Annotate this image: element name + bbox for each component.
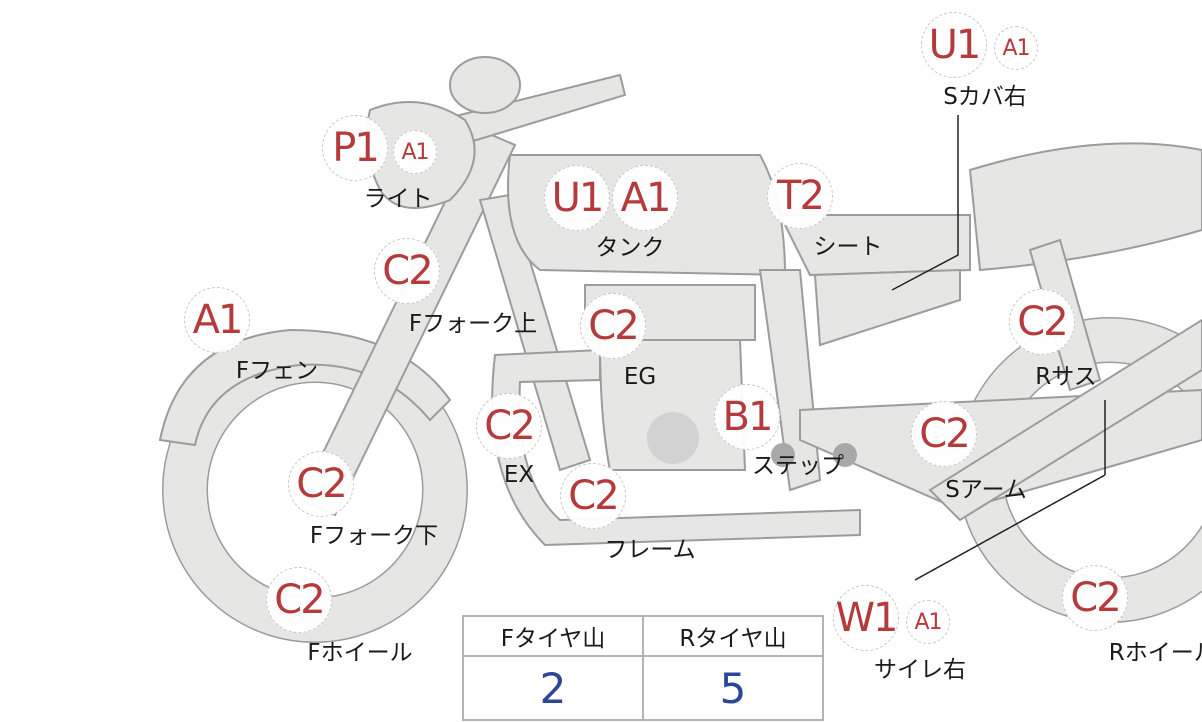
part-label-light: ライト [363, 186, 433, 212]
code-badge-s-cover-right[interactable]: U1 [921, 12, 987, 78]
code-badge-tank-2[interactable]: A1 [612, 165, 678, 231]
code-badge-seat[interactable]: T2 [767, 163, 833, 229]
part-label-front-wheel: Fホイール [307, 640, 413, 666]
part-label-silencer-right: サイレ右 [874, 657, 966, 683]
code-badge-frame[interactable]: C2 [560, 463, 626, 529]
code-badge-front-fork-upper[interactable]: C2 [374, 238, 440, 304]
code-badge-exhaust[interactable]: C2 [476, 393, 542, 459]
code-badge-rear-wheel[interactable]: C2 [1062, 565, 1128, 631]
code-badge-silencer-right-2[interactable]: A1 [906, 600, 950, 644]
part-label-s-cover-right: Sカバ右 [943, 84, 1027, 110]
code-badge-rear-suspension[interactable]: C2 [1009, 289, 1075, 355]
code-badge-light[interactable]: P1 [322, 115, 388, 181]
part-label-swing-arm: Sアーム [945, 477, 1027, 503]
code-badge-s-cover-right-2[interactable]: A1 [994, 26, 1038, 70]
code-badge-silencer-right[interactable]: W1 [833, 585, 899, 651]
code-badge-front-fork-lower[interactable]: C2 [288, 451, 354, 517]
code-badge-swing-arm[interactable]: C2 [911, 401, 977, 467]
leader-line-silencer [914, 400, 1106, 581]
part-label-front-fender: Fフェン [235, 358, 319, 384]
front-tire-value: 2 [462, 655, 644, 721]
code-badge-front-wheel[interactable]: C2 [266, 567, 332, 633]
code-badge-tank[interactable]: U1 [544, 165, 610, 231]
part-label-seat: シート [813, 234, 883, 260]
part-label-rear-wheel: Rホイール [1108, 640, 1202, 666]
part-label-step: ステップ [752, 453, 844, 479]
part-label-rear-suspension: Rサス [1035, 364, 1097, 390]
code-badge-engine[interactable]: C2 [580, 293, 646, 359]
code-badge-step[interactable]: B1 [714, 384, 780, 450]
tire-tread-table: Fタイヤ山 Rタイヤ山 2 5 [462, 615, 824, 721]
seat-shape [778, 214, 971, 277]
rear-tire-value: 5 [642, 655, 824, 721]
front-tire-header: Fタイヤ山 [462, 615, 644, 657]
part-label-exhaust: EX [503, 462, 535, 488]
part-label-front-fork-lower: Fフォーク下 [309, 523, 439, 549]
part-label-engine: EG [623, 364, 657, 390]
part-label-front-fork-upper: Fフォーク上 [408, 311, 538, 337]
code-badge-front-fender[interactable]: A1 [184, 287, 250, 353]
leader-line-s-cover [891, 115, 959, 291]
rear-tire-header: Rタイヤ山 [642, 615, 824, 657]
part-label-frame: フレーム [604, 537, 696, 563]
code-badge-light-2[interactable]: A1 [393, 130, 437, 174]
part-label-tank: タンク [595, 235, 665, 261]
